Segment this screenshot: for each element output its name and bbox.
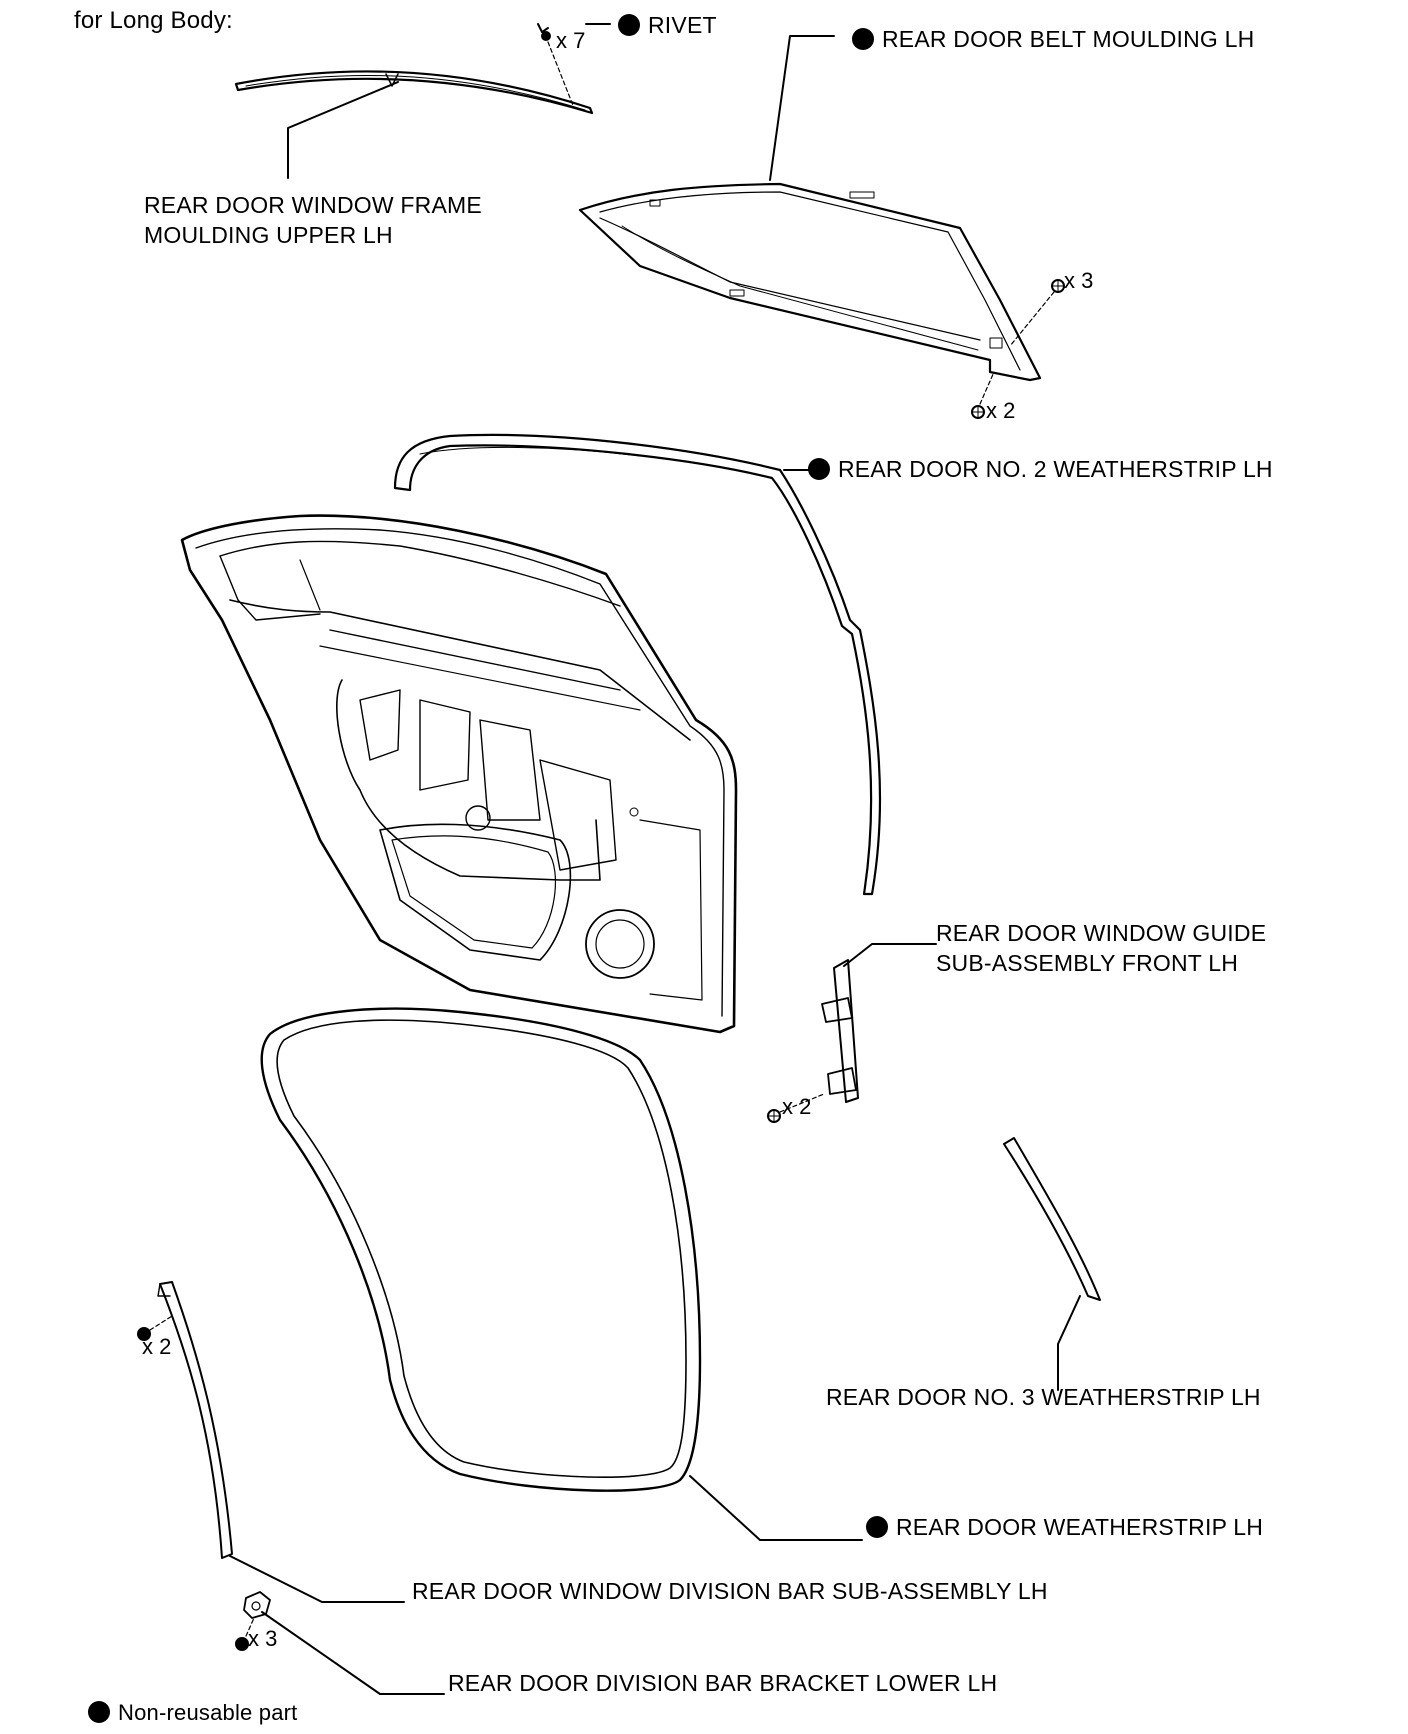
label-weatherstrip-no3: REAR DOOR NO. 3 WEATHERSTRIP LH: [826, 1384, 1261, 1410]
non-reusable-dot: [88, 1701, 110, 1723]
qty-bracket: x 3: [248, 1626, 278, 1651]
door-panel: [180, 514, 738, 1034]
bracket-screw-dash: [245, 1617, 255, 1637]
label-weatherstrip-no2: REAR DOOR NO. 2 WEATHERSTRIP LH: [808, 454, 1273, 484]
rivet-dash: [547, 41, 575, 109]
leader-belt-moulding: [769, 35, 835, 181]
label-window-guide-1: REAR DOOR WINDOW GUIDE: [936, 920, 1267, 946]
guide-screw-dash: [779, 1093, 825, 1113]
window-frame-moulding-upper: [234, 70, 594, 115]
screw-dash-1: [1009, 291, 1055, 347]
leader-division-bracket: [261, 1611, 445, 1695]
rivet-icon: [537, 23, 551, 41]
qty-belt-lower: x 2: [986, 398, 1016, 423]
leader-window-guide: [843, 943, 937, 967]
leader-weatherstrip: [689, 1475, 863, 1541]
non-reusable-dot: [618, 14, 640, 36]
screw-icon: [137, 1327, 151, 1341]
label-belt-moulding: REAR DOOR BELT MOULDING LH: [852, 24, 1254, 54]
non-reusable-dot: [852, 28, 874, 50]
qty-guide: x 2: [782, 1094, 812, 1119]
label-division-bracket: REAR DOOR DIVISION BAR BRACKET LOWER LH: [448, 1670, 998, 1696]
legend: Non-reusable part: [88, 1698, 298, 1728]
rivet-text: RIVET: [648, 12, 717, 38]
screw-icon: [767, 1109, 781, 1123]
leader-frame-moulding: [287, 81, 399, 179]
bar-screw-dash: [149, 1315, 173, 1331]
label-weatherstrip: REAR DOOR WEATHERSTRIP LH: [866, 1512, 1263, 1542]
label-frame-moulding-1: REAR DOOR WINDOW FRAME: [144, 192, 482, 218]
non-reusable-dot: [866, 1516, 888, 1538]
legend-text: Non-reusable part: [118, 1700, 298, 1725]
weatherstrip-no2: [393, 433, 882, 896]
leader-weatherstrip-no3: [1057, 1295, 1081, 1391]
window-guide-front: [821, 959, 859, 1103]
door-weatherstrip: [260, 1007, 702, 1492]
label-window-guide-2: SUB-ASSEMBLY FRONT LH: [936, 950, 1238, 976]
qty-bar-upper: x 2: [142, 1334, 172, 1359]
diagram-title: for Long Body:: [74, 7, 233, 34]
label-rivet: RIVET: [618, 10, 717, 40]
label-division-bar: REAR DOOR WINDOW DIVISION BAR SUB-ASSEMB…: [412, 1578, 1048, 1604]
screw-dash-2: [979, 371, 995, 405]
label-frame-moulding-2: MOULDING UPPER LH: [144, 222, 393, 248]
weatherstrip-no2-text: REAR DOOR NO. 2 WEATHERSTRIP LH: [838, 456, 1273, 482]
weatherstrip-text: REAR DOOR WEATHERSTRIP LH: [896, 1514, 1264, 1540]
non-reusable-dot: [808, 458, 830, 480]
belt-moulding-text: REAR DOOR BELT MOULDING LH: [882, 26, 1255, 52]
qty-rivet: x 7: [556, 28, 586, 53]
screw-icon: [235, 1637, 249, 1651]
division-bar: [157, 1281, 233, 1559]
screw-icon: [971, 279, 1065, 419]
leader-division-bar: [229, 1555, 405, 1603]
belt-moulding: [578, 182, 1042, 382]
qty-belt-upper: x 3: [1064, 268, 1094, 293]
weatherstrip-no3: [1003, 1137, 1101, 1301]
